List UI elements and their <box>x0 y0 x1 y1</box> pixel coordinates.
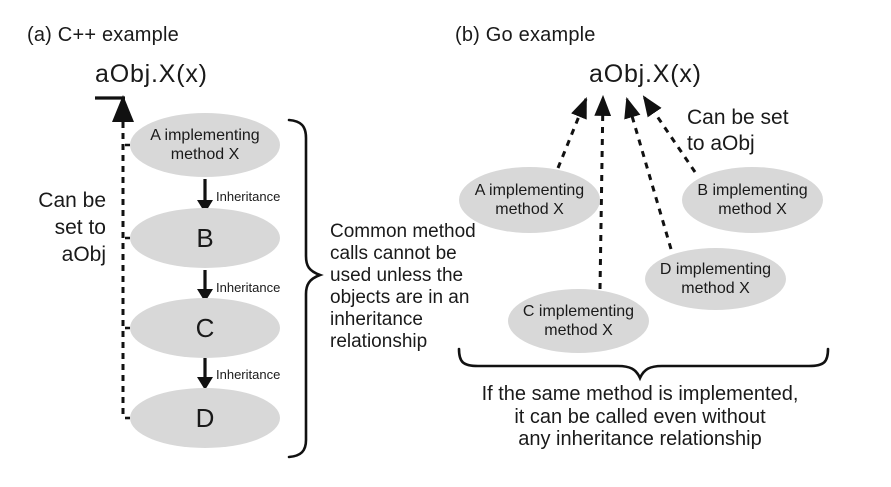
panel-a-brace-note: Common method calls cannot be used unles… <box>330 221 476 353</box>
panel-b-caption: If the same method is implemented, it ca… <box>448 383 832 451</box>
brace-note-line: used unless the <box>330 265 464 286</box>
node-a-class-c: C <box>130 298 280 358</box>
panel-b-side-note: Can be set to aObj <box>687 105 789 157</box>
node-a-class-b: B <box>130 208 280 268</box>
inheritance-label: Inheritance <box>216 189 281 204</box>
down-arrowhead-icon <box>197 200 213 213</box>
side-note-line: Can be set <box>687 106 789 129</box>
inheritance-label: Inheritance <box>216 280 281 295</box>
caption-line: it can be called even without <box>514 405 766 428</box>
brace-note-line: inheritance <box>330 309 423 330</box>
panel-b-call-expression: aObj.X(x) <box>589 60 702 88</box>
node-label: A implementing <box>474 182 585 199</box>
node-label: A implementing <box>150 127 260 144</box>
dashed-arrow-from-b <box>642 95 697 173</box>
side-note-line: Can be <box>38 189 106 212</box>
panel-a-side-note: Can be set to aObj <box>18 187 106 268</box>
set-arrows-b <box>556 94 697 290</box>
brace-note-line: calls cannot be <box>330 243 457 264</box>
node-label: method X <box>495 201 564 218</box>
node-b-type-b: B implementing method X <box>682 167 823 233</box>
node-label: C <box>195 313 215 343</box>
inheritance-arrows <box>197 179 213 390</box>
panel-a-call-expression: aObj.X(x) <box>95 60 208 88</box>
caption-line: any inheritance relationship <box>518 428 762 450</box>
side-note-line: aObj <box>61 243 106 266</box>
node-label: method X <box>718 201 787 218</box>
node-a-class-d: D <box>130 388 280 448</box>
inheritance-label: Inheritance <box>216 367 281 382</box>
dashed-arrow-from-d <box>624 96 673 250</box>
brace-note-line: objects are in an <box>330 287 470 308</box>
brace-note-line: Common method <box>330 221 476 242</box>
caption-line: If the same method is implemented, <box>481 383 799 405</box>
node-label: method X <box>681 280 750 297</box>
down-arrowhead-icon <box>197 289 213 302</box>
node-label: B implementing <box>697 182 808 199</box>
set-arrow-a <box>95 95 143 420</box>
side-note-line: to aObj <box>687 132 755 155</box>
node-label: method X <box>170 146 240 163</box>
node-label: method X <box>544 322 613 339</box>
node-b-type-a: A implementing method X <box>459 167 600 233</box>
node-label: B <box>196 223 214 253</box>
brace-note-line: relationship <box>330 331 428 352</box>
node-label: C implementing <box>522 303 635 320</box>
down-arrowhead-icon <box>197 377 213 390</box>
dashed-arrow-from-c <box>594 94 612 290</box>
group-brace-a <box>287 118 324 459</box>
panel-b-title: (b) Go example <box>455 24 596 46</box>
node-b-type-d: D implementing method X <box>645 248 786 310</box>
group-brace-b <box>457 347 830 382</box>
node-b-type-c: C implementing method X <box>508 289 649 353</box>
node-label: D <box>195 403 215 433</box>
up-arrowhead-icon <box>112 95 134 122</box>
node-label: D implementing <box>659 261 772 278</box>
node-a-class-a: A implementing method X <box>130 113 280 177</box>
panel-a-title: (a) C++ example <box>27 24 179 46</box>
side-note-line: set to <box>54 216 106 239</box>
dashed-arrow-from-a <box>556 97 588 169</box>
